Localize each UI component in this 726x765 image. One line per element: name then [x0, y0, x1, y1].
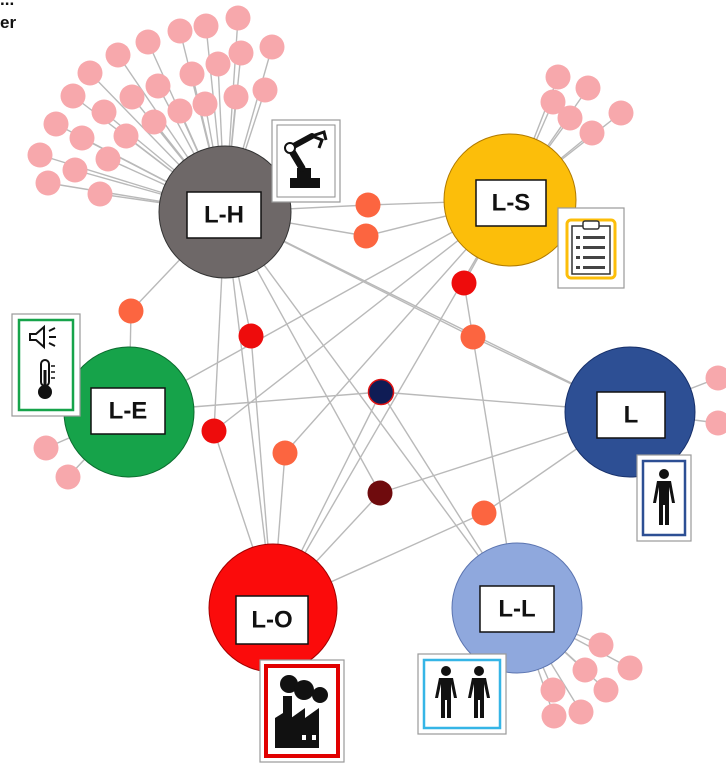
node-l-o: L-O	[208, 543, 338, 673]
leaf-node-l-h	[205, 51, 231, 77]
leaf-node-l	[705, 365, 726, 391]
leaf-node-l-s	[608, 100, 634, 126]
corner-text-second: er	[0, 13, 17, 32]
node-label-l-e: L-E	[109, 398, 148, 425]
node-l-h: L-H	[158, 145, 292, 279]
leaf-node-l-h	[60, 83, 86, 109]
node-label-l: L	[624, 402, 639, 429]
human-figure-icon	[636, 454, 692, 542]
leaf-node-l-h	[193, 13, 219, 39]
leaf-node-l-h	[27, 142, 53, 168]
hub-node-h11	[471, 500, 497, 526]
leaf-node-l-s	[579, 120, 605, 146]
leaf-node-l-s	[575, 75, 601, 101]
leaf-node-l	[705, 410, 726, 436]
leaf-nodes	[27, 5, 726, 729]
clipboard-icon	[557, 207, 625, 289]
leaf-node-l-h	[167, 98, 193, 124]
factory-icon	[259, 659, 345, 763]
hub-node-h2	[353, 223, 379, 249]
leaf-node-l-h	[167, 18, 193, 44]
leaf-node-l-h	[145, 73, 171, 99]
hub-node-h8	[272, 440, 298, 466]
leaf-node-l-h	[179, 61, 205, 87]
leaf-node-l-h	[62, 157, 88, 183]
corner-text-top: ...	[0, 0, 14, 10]
leaf-node-l-e	[55, 464, 81, 490]
leaf-node-l-s	[545, 64, 571, 90]
node-label-l-l: L-L	[498, 596, 535, 623]
leaf-node-l-h	[35, 170, 61, 196]
leaf-node-l-h	[77, 60, 103, 86]
leaf-node-l-l	[617, 655, 643, 681]
node-label-l-h: L-H	[204, 202, 244, 229]
robot-arm-icon	[271, 119, 341, 203]
leaf-node-l-h	[141, 109, 167, 135]
hub-node-h7	[201, 418, 227, 444]
leaf-node-l-h	[135, 29, 161, 55]
leaf-node-l-l	[541, 703, 567, 729]
leaf-node-l-l	[540, 677, 566, 703]
main-nodes: L-H L-S L-E L L-O L-L	[63, 133, 696, 674]
leaf-node-l-h	[69, 125, 95, 151]
leaf-node-l-h	[225, 5, 251, 31]
leaf-node-l-h	[119, 84, 145, 110]
leaf-node-l-h	[87, 181, 113, 207]
edge-l-h-l-l	[224, 211, 518, 609]
hub-node-h3	[118, 298, 144, 324]
edge-l-s-l-e	[128, 199, 511, 413]
leaf-node-l-l	[568, 699, 594, 725]
leaf-node-l-e	[33, 435, 59, 461]
node-label-l-s: L-S	[492, 190, 531, 217]
two-human-figures-icon	[417, 653, 507, 735]
hub-node-h9	[367, 378, 395, 406]
leaf-node-l-h	[95, 146, 121, 172]
edge-l-h-l	[224, 211, 631, 413]
node-l: L	[564, 346, 696, 478]
leaf-node-l-h	[113, 123, 139, 149]
leaf-node-l-h	[105, 42, 131, 68]
hub-nodes	[118, 192, 497, 526]
hub-node-h5	[451, 270, 477, 296]
leaf-node-l-h	[192, 91, 218, 117]
node-l-e: L-E	[63, 346, 195, 478]
leaf-node-l-h	[228, 40, 254, 66]
node-l-s: L-S	[443, 133, 577, 267]
hub-node-h4	[238, 323, 264, 349]
node-l-l: L-L	[451, 542, 583, 674]
leaf-node-l-h	[223, 84, 249, 110]
leaf-node-l-h	[91, 99, 117, 125]
leaf-node-l-h	[252, 77, 278, 103]
edge-l-s-l-o	[272, 199, 511, 609]
hub-node-h10	[367, 480, 393, 506]
node-label-l-o: L-O	[251, 607, 292, 634]
hub-node-h1	[355, 192, 381, 218]
leaf-node-l-l	[572, 657, 598, 683]
hub-node-h6	[460, 324, 486, 350]
leaf-node-l-h	[43, 111, 69, 137]
leaf-node-l-l	[593, 677, 619, 703]
leaf-node-l-h	[259, 34, 285, 60]
leaf-node-l-l	[588, 632, 614, 658]
speaker-thermometer-icon	[11, 313, 81, 417]
leaf-node-l-s	[540, 89, 566, 115]
leaf-node-l-s	[557, 105, 583, 131]
